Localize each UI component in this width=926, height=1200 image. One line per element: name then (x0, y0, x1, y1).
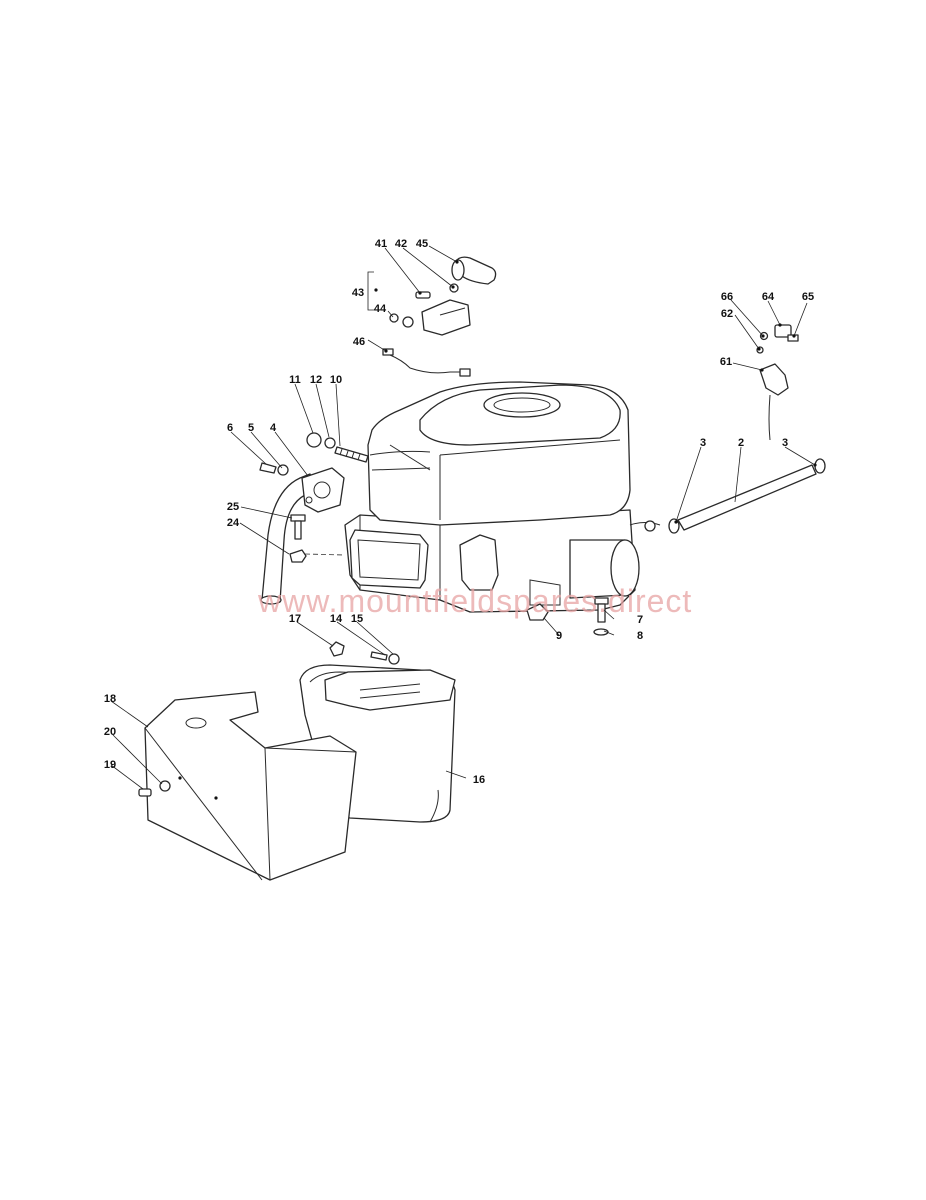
callout-11: 11 (289, 374, 301, 386)
callout-43: 43 (352, 287, 364, 299)
leader-lines (110, 245, 816, 790)
heat-shield (138, 691, 357, 881)
callout-62: 62 (721, 308, 733, 320)
choke-control (756, 324, 799, 441)
callout-20: 20 (104, 726, 116, 738)
callout-61: 61 (720, 356, 732, 368)
callout-4: 4 (270, 422, 277, 434)
callout-17: 17 (289, 613, 301, 625)
callout-42: 42 (395, 238, 407, 250)
watermark-text: www.mountfieldspares.direct (257, 583, 692, 619)
callout-15: 15 (351, 613, 363, 625)
callout-8: 8 (637, 630, 643, 642)
callout-19: 19 (104, 759, 116, 771)
callout-66: 66 (721, 291, 733, 303)
callout-14: 14 (330, 613, 343, 625)
callout-25: 25 (227, 501, 239, 513)
solenoid-assembly (382, 256, 497, 377)
callout-6: 6 (227, 422, 233, 434)
callout-64: 64 (762, 291, 775, 303)
callout-65: 65 (802, 291, 814, 303)
callout-41: 41 (375, 238, 387, 250)
callout-44: 44 (374, 303, 387, 315)
callout-18: 18 (104, 693, 116, 705)
callout-7: 7 (637, 614, 643, 626)
fuel-hose (668, 458, 826, 534)
callout-12: 12 (310, 374, 322, 386)
callout-3: 3 (700, 437, 706, 449)
callout-5: 5 (248, 422, 254, 434)
engine (344, 381, 661, 613)
callout-3: 3 (782, 437, 788, 449)
callout-24: 24 (227, 517, 240, 529)
callout-46: 46 (353, 336, 365, 348)
callout-9: 9 (556, 630, 562, 642)
callouts: 2 3 3 4 5 6 7 8 9 10 11 12 14 15 16 17 1… (104, 238, 814, 786)
callout-2: 2 (738, 437, 744, 449)
exhaust-pipe (259, 432, 369, 605)
callout-16: 16 (473, 774, 485, 786)
callout-10: 10 (330, 374, 342, 386)
leader-dots (374, 260, 817, 524)
mounting-hardware (526, 597, 609, 636)
callout-45: 45 (416, 238, 428, 250)
